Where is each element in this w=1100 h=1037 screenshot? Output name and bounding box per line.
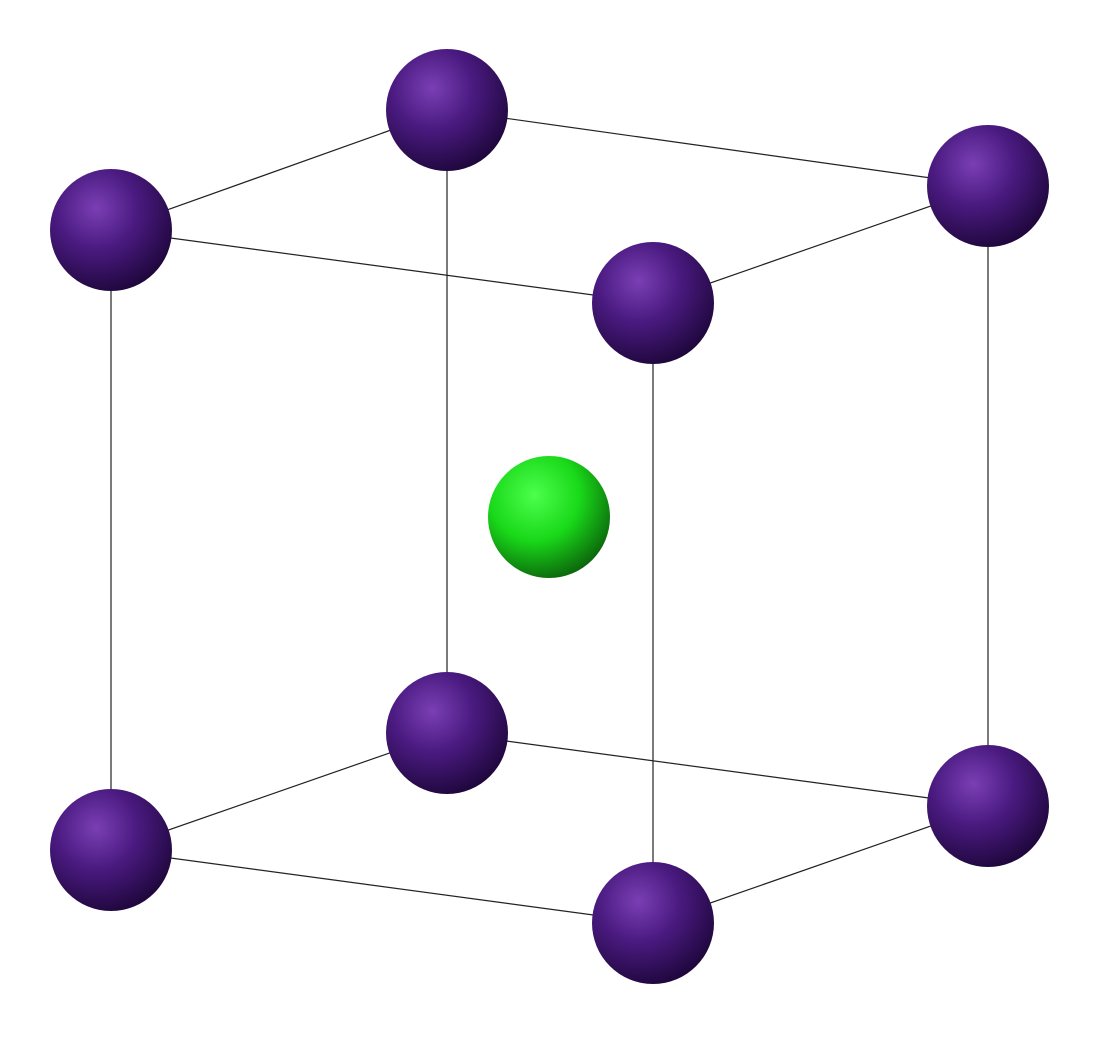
corner-atom-bottom-front: [592, 862, 714, 984]
edge-top-front-left: [110, 229, 654, 304]
corner-atoms: [50, 49, 1049, 984]
corner-atom-top-back: [386, 49, 508, 171]
center-atom: [488, 456, 610, 578]
corner-atom-bottom-back: [386, 672, 508, 794]
corner-atom-top-right: [927, 125, 1049, 247]
corner-atom-top-front: [592, 242, 714, 364]
edge-bottom-back-right: [446, 732, 989, 807]
corner-atom-bottom-left: [50, 789, 172, 911]
edge-bottom-front-left: [110, 849, 654, 924]
corner-atom-top-left: [50, 169, 172, 291]
edge-top-back-right: [446, 109, 989, 187]
corner-atom-bottom-right: [927, 745, 1049, 867]
